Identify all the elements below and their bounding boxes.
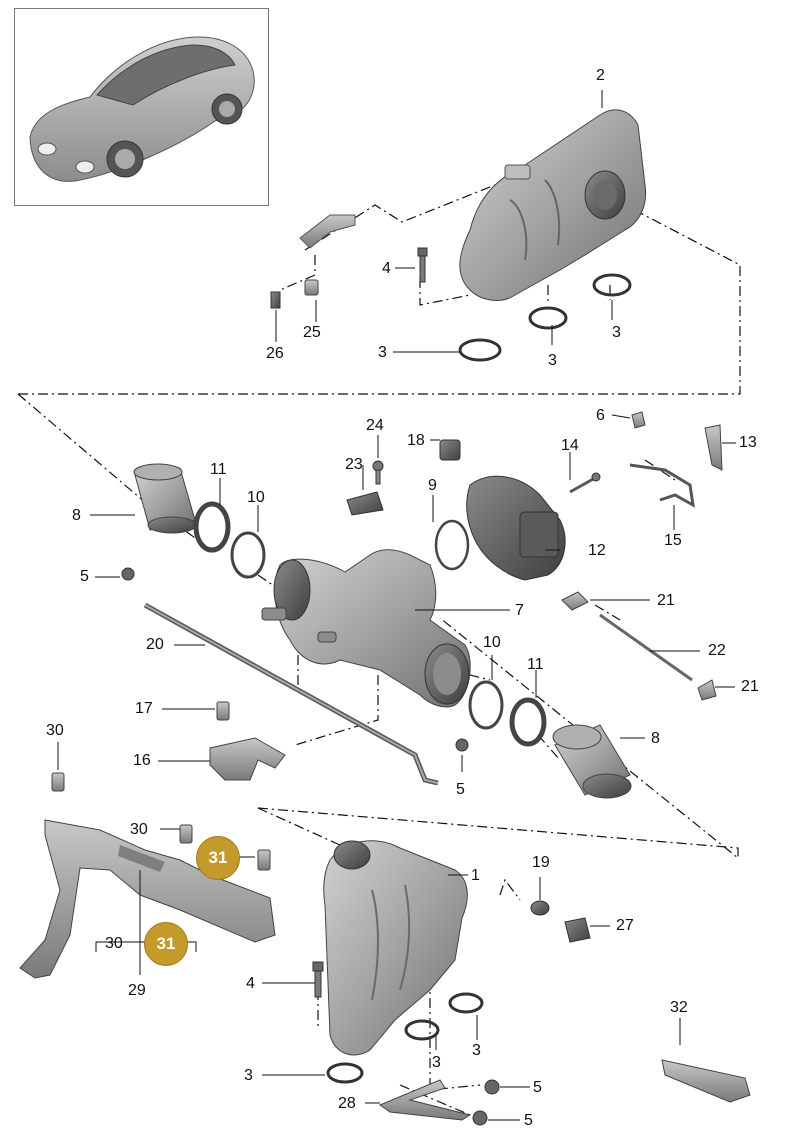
car-illustration [29,36,255,182]
callout-5-d[interactable]: 5 [524,1112,533,1129]
callout-25[interactable]: 25 [303,324,321,341]
callout-16[interactable]: 16 [133,752,151,769]
part-bracket-top [299,214,356,249]
callout-30-c[interactable]: 30 [105,935,123,952]
callout-15[interactable]: 15 [664,532,682,549]
callout-5-a[interactable]: 5 [80,568,89,585]
part-15-bracket [629,463,695,508]
vehicle-thumbnail [14,8,269,206]
part-24-screw [372,460,384,485]
callout-4-lower[interactable]: 4 [246,975,255,992]
part-3-gaskets [326,273,632,1084]
callout-8-right[interactable]: 8 [651,730,660,747]
callout-3-e[interactable]: 3 [432,1054,441,1071]
callout-20[interactable]: 20 [146,636,164,653]
callout-10-right[interactable]: 10 [483,634,501,651]
callout-8-left[interactable]: 8 [72,507,81,524]
part-6-clip [631,411,646,429]
callout-11-right[interactable]: 11 [527,656,544,673]
part-16-bracket [209,737,286,781]
callout-21-a[interactable]: 21 [657,592,675,609]
callout-11-left[interactable]: 11 [210,461,227,478]
badge-31-a[interactable]: 31 [196,836,240,880]
part-28-bracket [378,1079,472,1121]
part-8-connector-right [552,724,632,799]
part-4-bolt-upper [417,247,428,283]
part-8-connector-left [133,463,197,534]
callout-30-b[interactable]: 30 [130,821,148,838]
callout-3-b[interactable]: 3 [548,352,557,369]
callout-3-a[interactable]: 3 [378,344,387,361]
callout-9[interactable]: 9 [428,477,437,494]
callout-18[interactable]: 18 [407,432,425,449]
part-30-clips [51,772,271,871]
callout-27[interactable]: 27 [616,917,634,934]
part-4-bolt-lower [312,961,324,998]
callout-leaders [57,90,736,1121]
callout-6[interactable]: 6 [596,407,605,424]
callout-12[interactable]: 12 [588,542,606,559]
callout-4-upper[interactable]: 4 [382,260,391,277]
part-rings [193,501,547,747]
part-7-intake-housing [261,549,471,708]
callout-22[interactable]: 22 [708,642,726,659]
part-27-sensor [564,917,591,943]
callout-24[interactable]: 24 [366,417,384,434]
callout-19[interactable]: 19 [532,854,550,871]
part-20-rod [143,602,439,786]
callout-5-b[interactable]: 5 [456,781,465,798]
part-25-clip [304,279,319,296]
part-13-bracket [704,424,723,471]
part-18-sensor [439,439,461,461]
callout-26[interactable]: 26 [266,345,284,362]
callout-17[interactable]: 17 [135,700,153,717]
callout-3-c[interactable]: 3 [612,324,621,341]
callout-10-left[interactable]: 10 [247,489,265,506]
part-5-bolts [121,567,500,1126]
callout-32[interactable]: 32 [670,999,688,1016]
part-19-seal [530,900,550,916]
part-32-paste-tube [661,1059,751,1103]
callout-28[interactable]: 28 [338,1095,356,1112]
callout-1[interactable]: 1 [471,867,480,884]
callout-14[interactable]: 14 [561,437,579,454]
badge-31-b[interactable]: 31 [144,922,188,966]
part-17-clip [216,701,230,721]
part-29-support-bracket [19,819,276,979]
part-21-fittings [561,591,717,701]
callout-7[interactable]: 7 [515,602,524,619]
callout-21-b[interactable]: 21 [741,678,759,695]
part-26-bolt [270,291,281,309]
part-22-hose [599,613,693,682]
part-1-lower-manifold [323,840,468,1056]
callout-30-a[interactable]: 30 [46,722,64,739]
callout-23[interactable]: 23 [345,456,363,473]
part-12-throttle-body [466,475,566,581]
part-2-upper-manifold [459,109,647,301]
callout-3-f[interactable]: 3 [472,1042,481,1059]
part-14-screw [569,472,601,494]
callout-3-d[interactable]: 3 [244,1067,253,1084]
callout-5-c[interactable]: 5 [533,1079,542,1096]
callout-13[interactable]: 13 [739,434,757,451]
callout-2[interactable]: 2 [596,67,605,84]
part-23-sensor [346,491,384,516]
callout-29[interactable]: 29 [128,982,146,999]
